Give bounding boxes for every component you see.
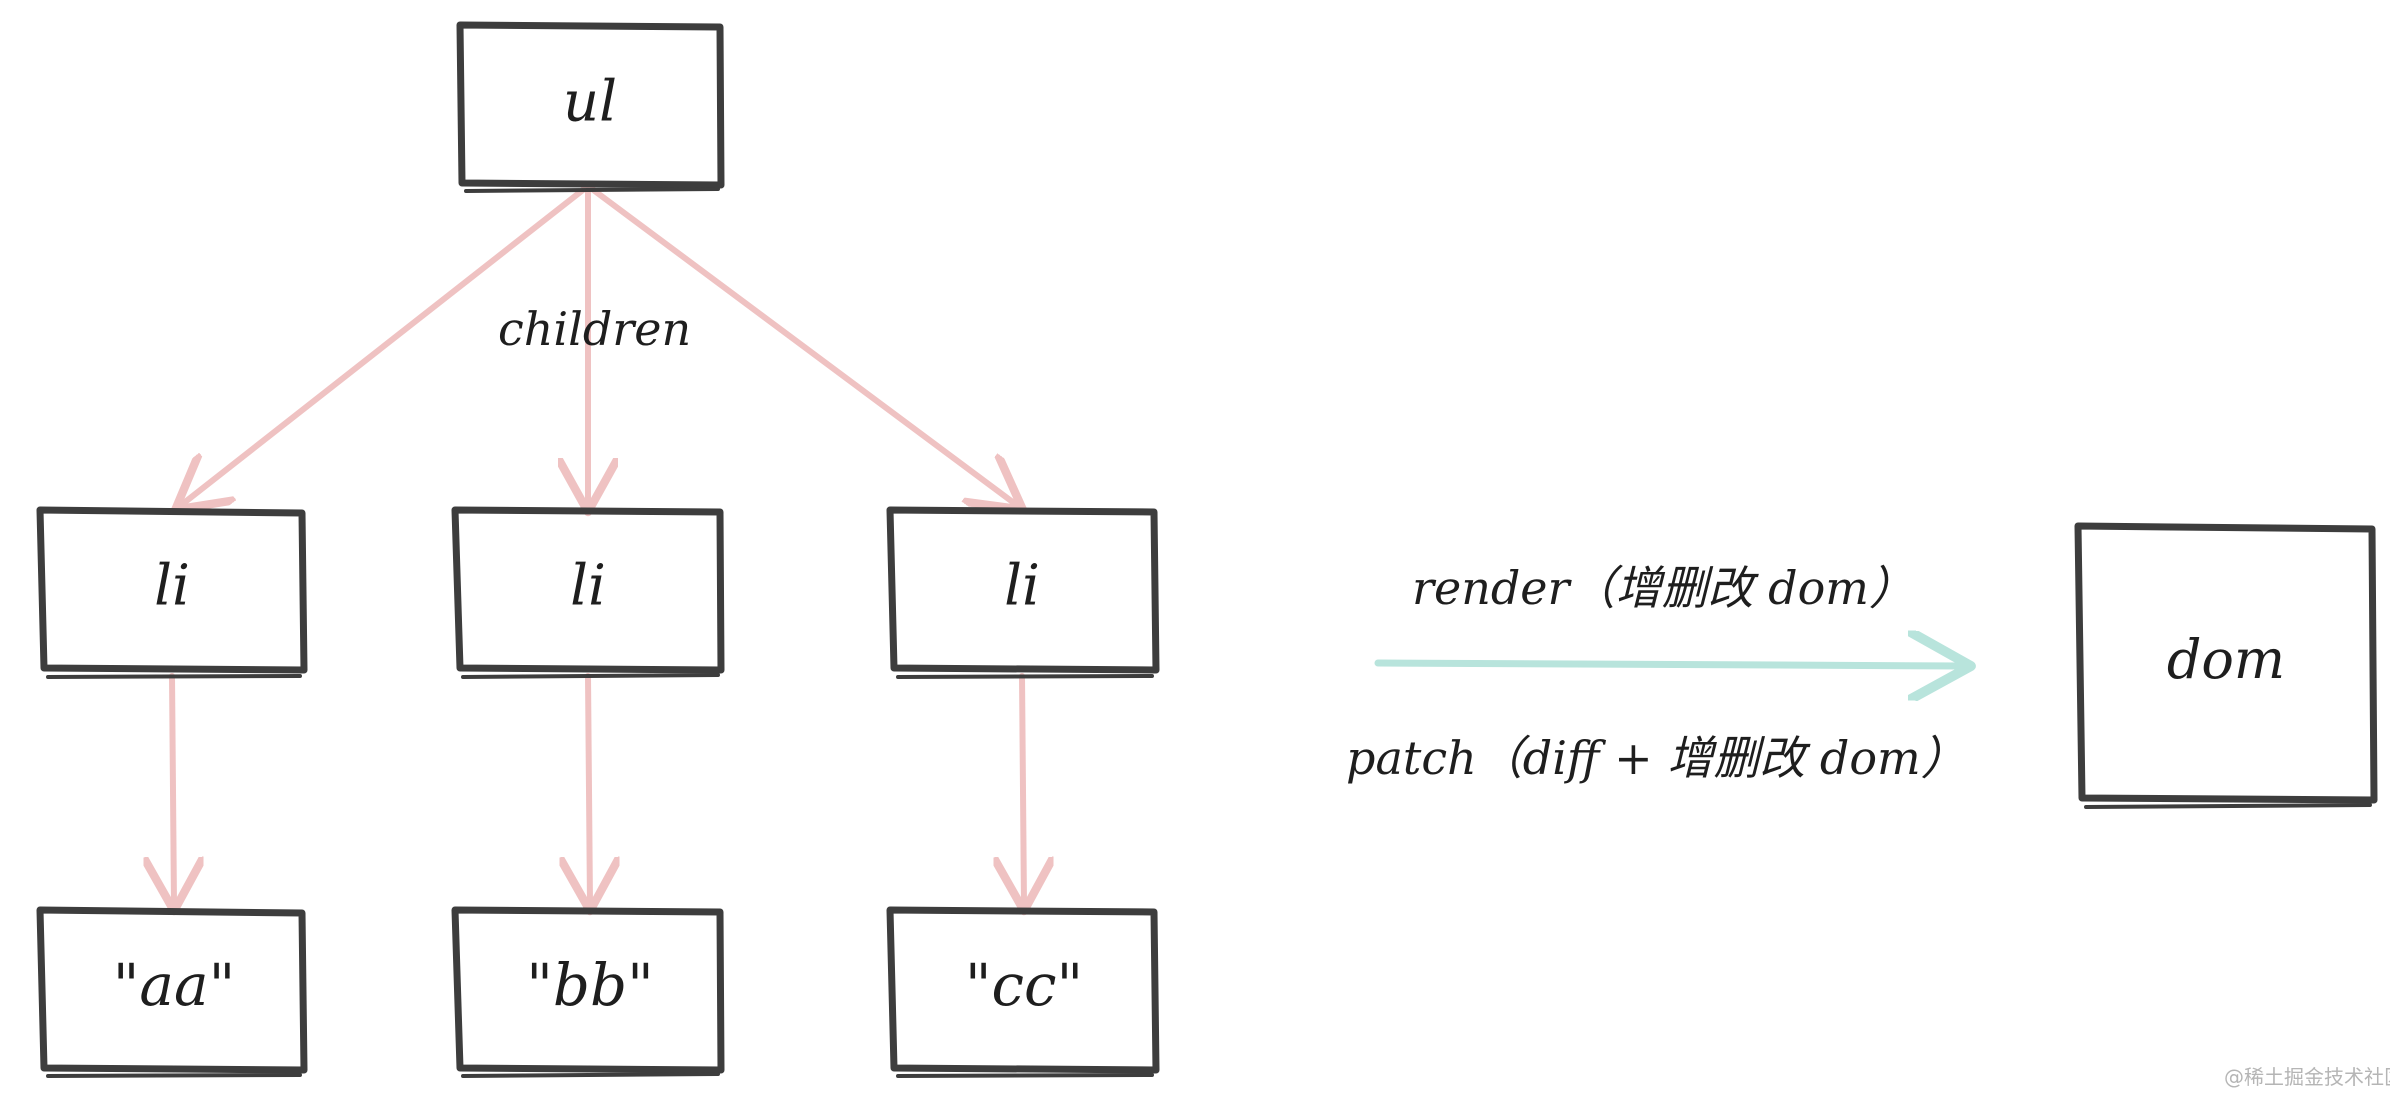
node-li-2: li xyxy=(451,506,725,679)
render-label: render（增删改 dom） xyxy=(1412,561,1915,615)
node-ul-label: ul xyxy=(563,70,617,135)
node-text-aa-label: "aa" xyxy=(113,951,236,1019)
node-text-bb-label: "bb" xyxy=(526,951,654,1019)
node-ul: ul xyxy=(456,21,725,193)
node-text-aa: "aa" xyxy=(36,906,308,1078)
node-text-cc: "cc" xyxy=(886,906,1160,1078)
render-flow-arrow xyxy=(1374,663,1964,666)
watermark: @稀土掘金技术社区 xyxy=(2224,1065,2390,1089)
node-text-cc-label: "cc" xyxy=(965,951,1083,1019)
node-li-3-label: li xyxy=(1004,554,1040,619)
edge-li-3-to-cc xyxy=(1022,673,1024,905)
edge-ul-to-li-1 xyxy=(180,183,591,506)
tree-edges xyxy=(172,183,1024,905)
node-li-2-label: li xyxy=(570,554,606,619)
node-dom-label: dom xyxy=(2167,628,2285,691)
node-li-3: li xyxy=(886,506,1160,679)
edge-li-2-to-bb xyxy=(588,673,590,905)
edge-ul-to-li-3 xyxy=(585,183,1018,506)
edge-li-1-to-aa xyxy=(172,673,174,905)
node-li-1: li xyxy=(36,506,308,679)
node-text-bb: "bb" xyxy=(451,906,725,1078)
node-dom: dom xyxy=(2074,522,2378,809)
edge-label-children: children xyxy=(498,302,691,356)
patch-label: patch（diff + 增删改 dom） xyxy=(1346,731,1967,785)
node-li-1-label: li xyxy=(154,554,190,619)
